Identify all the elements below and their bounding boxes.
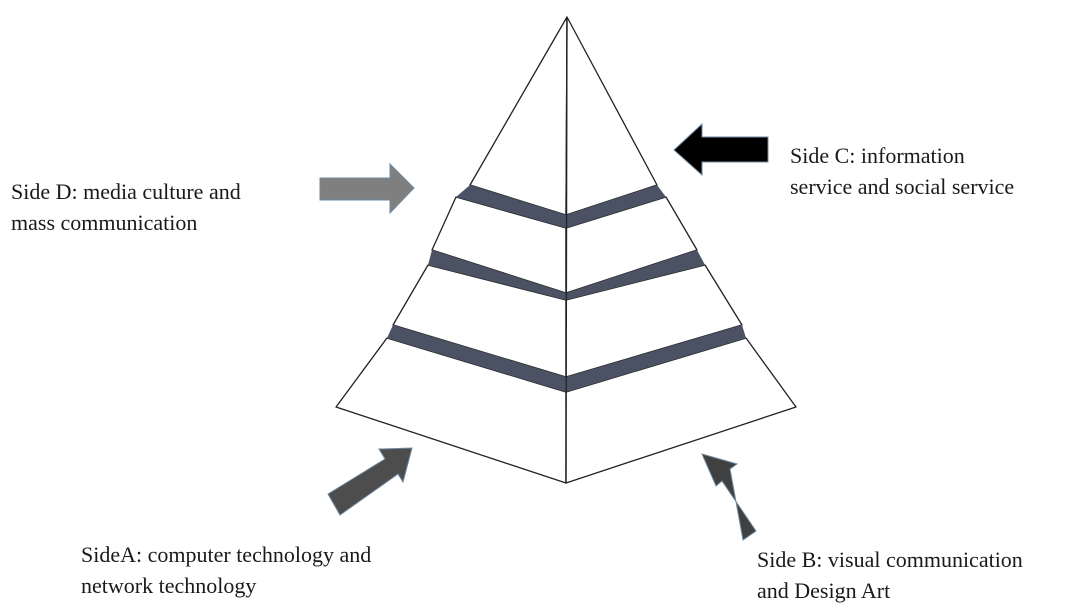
side-a-label-line-2: network technology bbox=[81, 573, 257, 598]
side-b-label: Side B: visual communication and Design … bbox=[757, 544, 1023, 606]
separator-band-1 bbox=[456, 185, 666, 228]
side-d-label: Side D: media culture and mass communica… bbox=[11, 176, 241, 238]
side-b-label-line-2: and Design Art bbox=[757, 578, 891, 603]
side-c-arrow bbox=[673, 122, 769, 177]
side-d-label-line-1: Side D: media culture and bbox=[11, 179, 241, 204]
side-d-label-line-2: mass communication bbox=[11, 210, 198, 235]
separator-band-2 bbox=[428, 250, 705, 300]
side-a-arrow bbox=[327, 447, 413, 516]
side-c-label: Side C: information service and social s… bbox=[790, 140, 1014, 202]
pyramid bbox=[335, 16, 797, 484]
side-b-arrow bbox=[701, 453, 757, 541]
pyramid-center-edge bbox=[565, 16, 568, 484]
side-d-arrow bbox=[319, 162, 415, 215]
pyramid-tier-top-left bbox=[469, 16, 568, 216]
pyramid-tier-top-right bbox=[565, 16, 658, 216]
side-b-label-line-1: Side B: visual communication bbox=[757, 547, 1023, 572]
side-a-label-line-1: SideA: computer technology and bbox=[81, 542, 372, 567]
side-c-label-line-2: service and social service bbox=[790, 174, 1015, 199]
side-a-label: SideA: computer technology and network t… bbox=[81, 539, 371, 601]
side-c-label-line-1: Side C: information bbox=[790, 143, 965, 168]
